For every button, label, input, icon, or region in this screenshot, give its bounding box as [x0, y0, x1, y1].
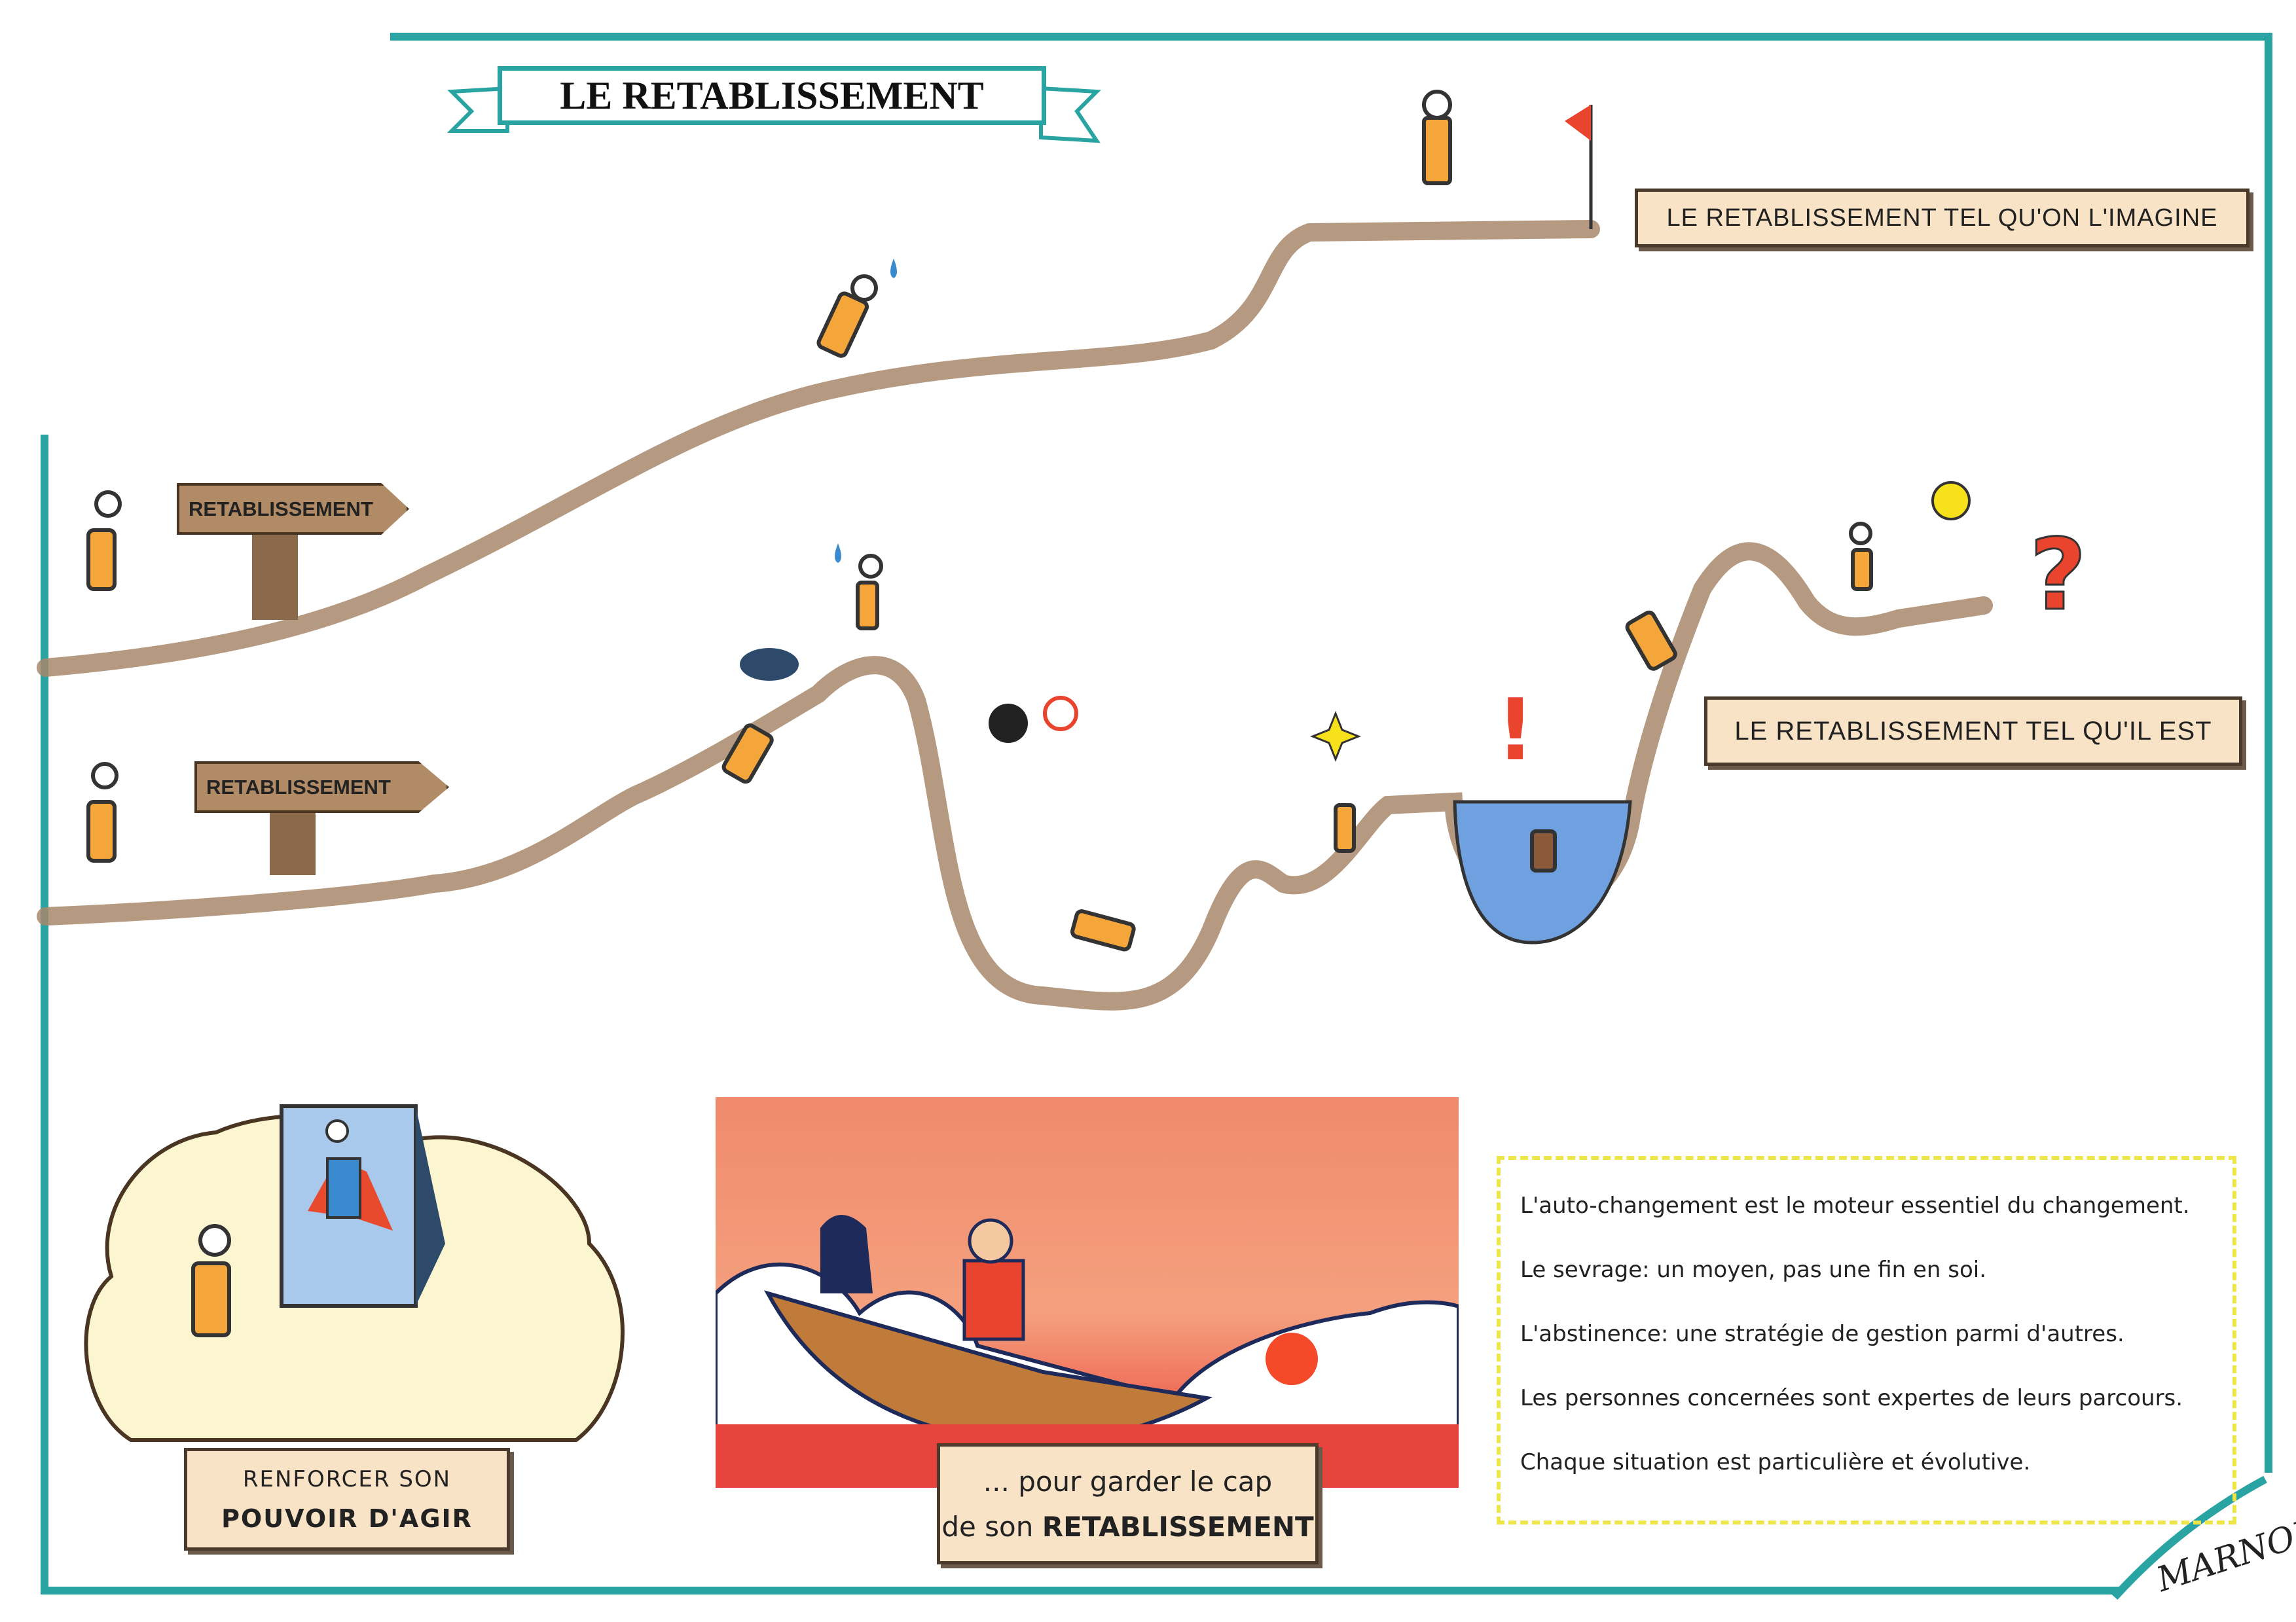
- label-imagined-recovery: LE RETABLISSEMENT TEL QU'ON L'IMAGINE: [1635, 189, 2250, 247]
- note-item: Le sevrage: un moyen, pas une fin en soi…: [1520, 1257, 1987, 1283]
- storm-cloud-icon: [740, 648, 799, 681]
- boat-illustration: [716, 1097, 1459, 1488]
- note-item: Les personnes concernées sont expertes d…: [1520, 1385, 2183, 1411]
- signpost-bottom: RETABLISSEMENT: [194, 761, 449, 813]
- person-figure: [191, 1261, 231, 1337]
- caption-line1: ... pour garder le cap: [983, 1465, 1273, 1498]
- imagined-path: [37, 220, 1600, 677]
- page-title: LE RETABLISSEMENT: [498, 66, 1046, 125]
- exclamation-icon: !: [1496, 680, 1535, 780]
- note-item: L'abstinence: une stratégie de gestion p…: [1520, 1321, 2124, 1347]
- label-actual-recovery: LE RETABLISSEMENT TEL QU'IL EST: [1704, 696, 2242, 766]
- spiral-icon: [1043, 696, 1078, 731]
- caption-line2-bold: RETABLISSEMENT: [1042, 1510, 1314, 1543]
- caption-box: ... pour garder le cap de son RETABLISSE…: [937, 1443, 1319, 1564]
- superhero-reflection: [326, 1157, 361, 1219]
- question-mark-icon: ?: [2030, 518, 2086, 632]
- power-line2: POUVOIR D'AGIR: [221, 1504, 473, 1533]
- hiker-figures: [86, 90, 1873, 952]
- key-points-box: L'auto-changement est le moteur essentie…: [1497, 1156, 2236, 1524]
- sign-post-bottom: [270, 813, 316, 875]
- power-box: RENFORCER SON POUVOIR D'AGIR: [184, 1448, 510, 1551]
- frame-corner-curve: [2111, 1475, 2267, 1600]
- sparkle-icon: [1309, 710, 1362, 763]
- flag-icon: [1565, 105, 1591, 141]
- note-item: L'auto-changement est le moteur essentie…: [1520, 1193, 2190, 1219]
- signpost-top: RETABLISSEMENT: [177, 483, 409, 535]
- caption-line2-prefix: de son: [941, 1510, 1042, 1543]
- boat-scene: [716, 1215, 1459, 1488]
- bomb-icon: [989, 704, 1028, 743]
- actual-path: [37, 542, 1993, 1011]
- power-line1: RENFORCER SON: [242, 1466, 452, 1492]
- sun-icon: [1931, 481, 1971, 520]
- mirror-stand: [416, 1106, 445, 1306]
- note-item: Chaque situation est particulière et évo…: [1520, 1449, 2031, 1475]
- sign-post-top: [252, 535, 298, 620]
- teal-frame: [41, 33, 2272, 1595]
- ribbon-right: [1039, 86, 1101, 143]
